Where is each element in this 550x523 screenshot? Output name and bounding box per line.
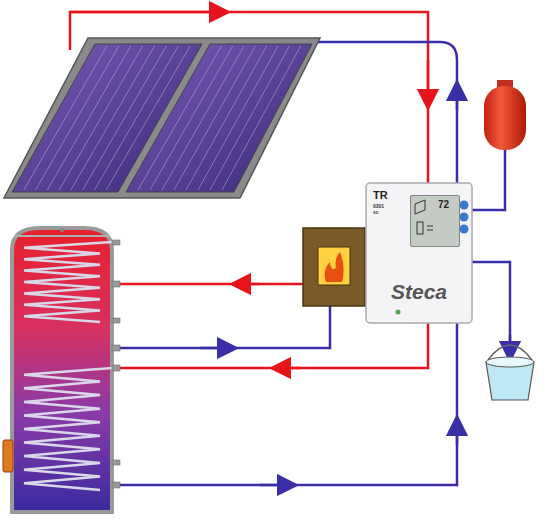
lcd-display: 72 [410, 195, 460, 247]
storage-tank [3, 228, 120, 512]
solar-collector [4, 38, 320, 198]
model-label: TR [373, 190, 388, 201]
controller-housing [366, 183, 472, 323]
wood-stove [303, 228, 365, 306]
bucket [486, 345, 534, 400]
lcd-symbols [411, 196, 459, 246]
expansion-vessel [484, 80, 526, 150]
display-value: 72 [438, 200, 449, 210]
controller-box: TR 0301 sc Steca 72 [366, 183, 472, 323]
model-label: 0301 sc [373, 203, 385, 215]
brand-logo: Steca [391, 281, 447, 302]
